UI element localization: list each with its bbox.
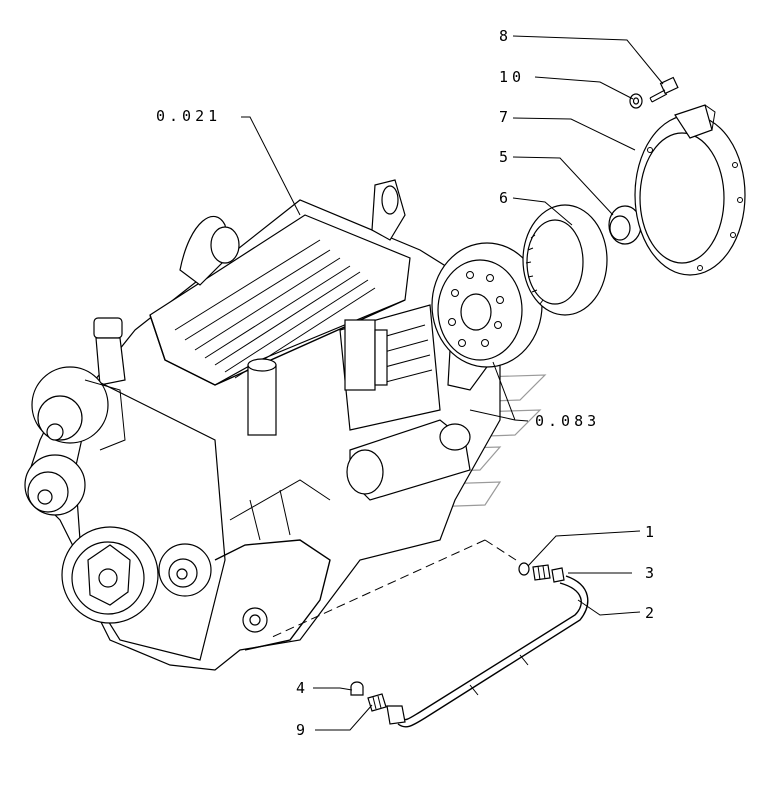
adapter-fitting-bottom	[367, 693, 387, 712]
ring-gear	[522, 204, 608, 316]
callout-ref-083: 0.083	[535, 412, 600, 430]
oil-line-hose	[386, 575, 589, 728]
callout-part-10: 10	[499, 68, 525, 86]
callout-part-5: 5	[499, 148, 512, 166]
callout-part-6: 6	[499, 189, 512, 207]
callout-part-7: 7	[499, 108, 512, 126]
callout-part-2: 2	[645, 604, 658, 622]
flywheel-housing	[634, 104, 746, 276]
callout-part-3: 3	[645, 564, 658, 582]
callout-part-4: 4	[296, 679, 309, 697]
adapter-fitting-top	[532, 564, 565, 583]
washer	[629, 93, 643, 109]
bolt	[649, 76, 679, 103]
plug-bottom	[350, 681, 364, 696]
leader-lines	[241, 35, 664, 731]
dashed-reference-line	[269, 539, 486, 639]
o-ring-top	[518, 562, 530, 576]
callout-part-1: 1	[645, 523, 658, 541]
callout-part-8: 8	[499, 27, 512, 45]
callout-ref-021: 0.021	[156, 107, 221, 125]
flywheel	[431, 242, 543, 368]
engine-assembly	[24, 179, 501, 671]
oil-seal	[608, 205, 642, 245]
callout-part-9: 9	[296, 721, 309, 739]
